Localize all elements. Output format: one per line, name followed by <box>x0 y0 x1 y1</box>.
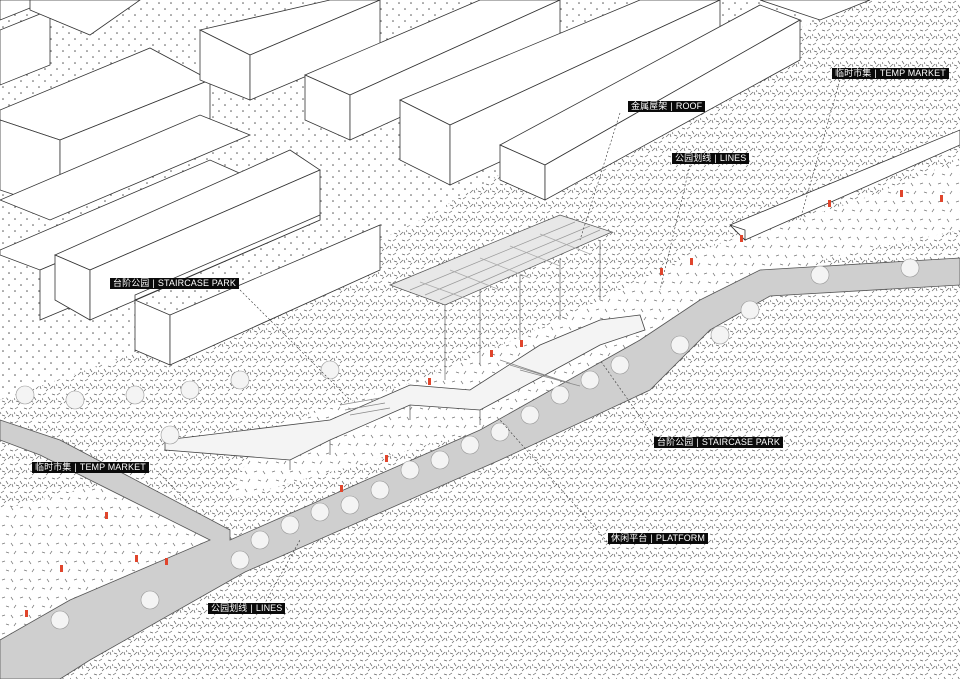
label-lines-s: 公园划线|LINES <box>208 603 286 614</box>
label-staircase-park-w: 台阶公园|STAIRCASE PARK <box>110 278 239 289</box>
metal-roof <box>389 214 613 380</box>
label-platform: 休闲平台|PLATFORM <box>608 533 708 544</box>
people <box>25 190 943 617</box>
trees <box>15 258 920 630</box>
label-temp-market-sw: 临时市集|TEMP MARKET <box>32 462 149 473</box>
buildings <box>0 0 960 366</box>
label-lines-n: 公园划线|LINES <box>672 153 750 164</box>
road <box>0 257 960 680</box>
staircase-walkway <box>164 314 646 470</box>
label-staircase-park-e: 台阶公园|STAIRCASE PARK <box>654 437 783 448</box>
label-temp-market-ne: 临时市集|TEMP MARKET <box>832 68 949 79</box>
label-roof: 金属屋架|ROOF <box>628 101 706 112</box>
leader-lines <box>159 79 841 613</box>
